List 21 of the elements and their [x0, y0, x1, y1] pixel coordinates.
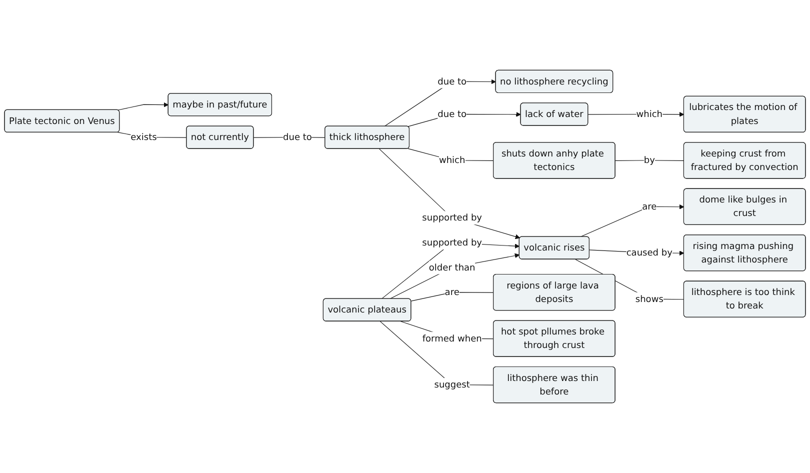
arrow [118, 102, 169, 110]
edge-label: exists [130, 132, 157, 142]
edge-label: by [644, 154, 655, 166]
edge-label: formed when [422, 332, 482, 344]
edge-label: which [636, 108, 663, 120]
edge-label: which [438, 154, 466, 166]
edge-label: supported by [422, 237, 482, 248]
connector [615, 160, 684, 161]
edge-label: caused by [626, 247, 672, 258]
edge-label: shows [635, 293, 664, 304]
arrow [381, 242, 520, 300]
edge-label: supported by [422, 212, 482, 223]
arrow [384, 79, 496, 127]
edge-label: due to [438, 76, 467, 87]
edge-label: due to [438, 108, 467, 120]
edge-label: are [642, 200, 657, 212]
edge-label: are [444, 286, 460, 298]
arrow [390, 253, 520, 300]
edge-label: older than [428, 262, 476, 273]
edge-label: due to [283, 132, 312, 142]
edge-label: suggest [434, 379, 470, 390]
